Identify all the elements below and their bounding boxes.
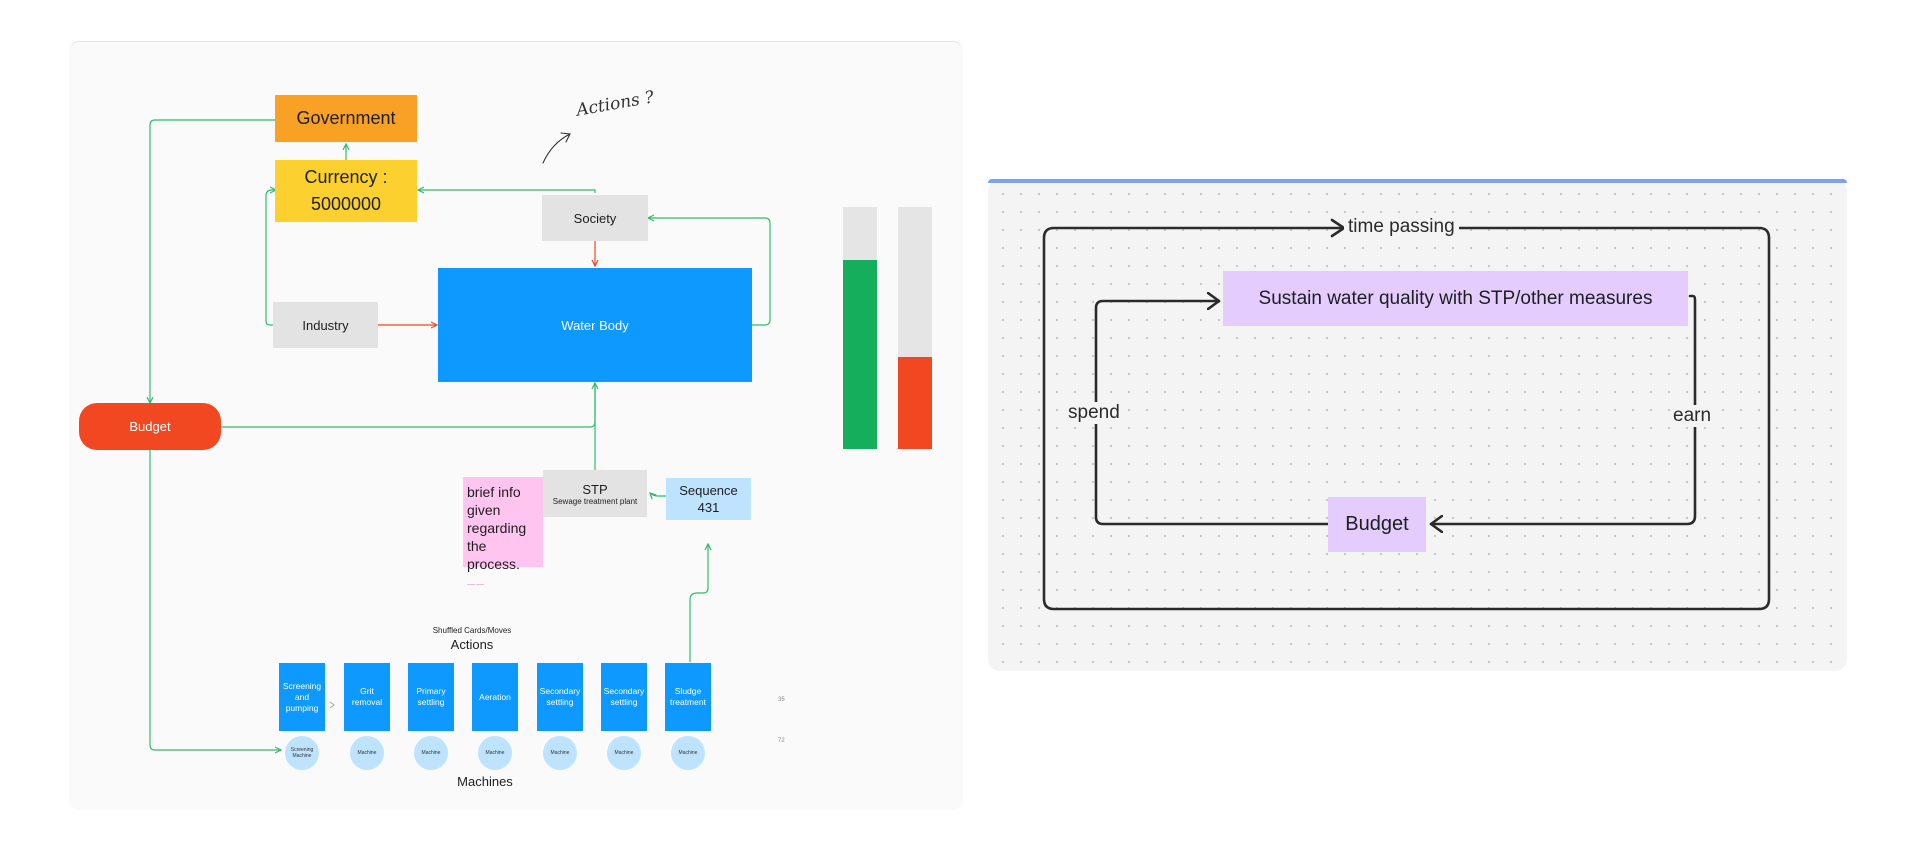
spend-loop bbox=[1094, 301, 1331, 526]
right-budget-node[interactable]: Budget bbox=[1328, 497, 1426, 552]
machine-label: Machine bbox=[421, 750, 441, 756]
action-card-label: Sludge treatment bbox=[670, 686, 706, 707]
machine-label: Machine bbox=[550, 750, 570, 756]
water-to-society-connector bbox=[648, 218, 771, 326]
water-body-node[interactable]: Water Body bbox=[438, 268, 752, 382]
stp-node[interactable]: STP Sewage treatment plant bbox=[543, 470, 647, 517]
sequence-to-stp-connector bbox=[650, 493, 666, 496]
green-gauge bbox=[843, 207, 877, 449]
action-chevron bbox=[329, 701, 335, 709]
red-gauge bbox=[898, 207, 932, 449]
action-card-label: Secondary settling bbox=[603, 686, 645, 707]
machine-label: Machine bbox=[357, 750, 377, 756]
machine-circle[interactable]: Machine bbox=[607, 736, 641, 770]
action-card-label: Primary settling bbox=[416, 686, 446, 707]
sticky-note[interactable]: brief info given regarding the process. … bbox=[463, 477, 543, 586]
action-card-label: Screening and pumping bbox=[282, 680, 322, 713]
action-card[interactable]: Sludge treatment bbox=[665, 663, 711, 731]
action-card-label: Grit removal bbox=[351, 686, 383, 707]
right-budget-label: Budget bbox=[1345, 513, 1409, 535]
society-to-currency-connector bbox=[418, 190, 596, 193]
stp-title: STP bbox=[582, 481, 608, 497]
action-card[interactable]: Secondary settling bbox=[601, 663, 647, 731]
time-passing-label: time passing bbox=[1344, 216, 1459, 238]
budget-to-machines-connector bbox=[149, 450, 281, 750]
gov-to-budget-connector bbox=[150, 119, 275, 403]
currency-node[interactable]: Currency : 5000000 bbox=[275, 160, 417, 222]
machine-circle[interactable]: Machine bbox=[414, 736, 448, 770]
water-body-label: Water Body bbox=[561, 317, 629, 333]
action-card-label: Aeration bbox=[479, 691, 511, 702]
shuffled-cards-label: Shuffled Cards/Moves bbox=[432, 625, 512, 635]
green-gauge-fill bbox=[843, 260, 877, 449]
society-label: Society bbox=[573, 210, 617, 226]
action-card[interactable]: Primary settling bbox=[408, 663, 454, 731]
currency-value: 5000000 bbox=[310, 194, 382, 214]
earn-label: earn bbox=[1671, 405, 1714, 427]
arrow-to-actions-label bbox=[542, 132, 571, 164]
machine-label: Screening Machine bbox=[290, 747, 314, 759]
red-gauge-fill bbox=[898, 357, 932, 449]
government-node[interactable]: Government bbox=[275, 95, 417, 142]
time-passing-loop bbox=[1042, 226, 1771, 611]
machine-circle[interactable]: Machine bbox=[350, 736, 384, 770]
action-card[interactable]: Grit removal bbox=[344, 663, 390, 731]
sludge-to-sequence-connector bbox=[689, 544, 708, 662]
budget-node[interactable]: Budget bbox=[79, 403, 221, 450]
sticky-note-author: —— —— bbox=[467, 581, 485, 586]
stp-subtitle: Sewage treatment plant bbox=[552, 496, 638, 506]
sequence-value: 431 bbox=[697, 500, 720, 515]
budget-label: Budget bbox=[129, 419, 171, 434]
industry-label: Industry bbox=[302, 317, 349, 333]
industry-to-currency-connector bbox=[265, 190, 276, 326]
machine-label: Machine bbox=[678, 750, 698, 756]
side-mark-1: 35 bbox=[778, 697, 785, 703]
sequence-label: Sequence bbox=[679, 483, 738, 498]
side-mark-2: 72 bbox=[778, 738, 785, 744]
machine-label: Machine bbox=[485, 750, 505, 756]
machines-title: Machines bbox=[457, 774, 513, 789]
right-board-top-border bbox=[988, 179, 1847, 183]
goal-label: Sustain water quality with STP/other mea… bbox=[1258, 287, 1653, 309]
action-card[interactable]: Screening and pumping bbox=[279, 663, 325, 731]
sticky-note-text: brief info given regarding the process. bbox=[467, 484, 527, 572]
action-card-label: Secondary settling bbox=[539, 686, 581, 707]
society-node[interactable]: Society bbox=[542, 195, 648, 241]
government-label: Government bbox=[296, 108, 396, 128]
machine-circle[interactable]: Machine bbox=[671, 736, 705, 770]
action-card[interactable]: Aeration bbox=[472, 663, 518, 731]
machine-circle[interactable]: Machine bbox=[543, 736, 577, 770]
action-card[interactable]: Secondary settling bbox=[537, 663, 583, 731]
machine-label: Machine bbox=[614, 750, 634, 756]
currency-label: Currency : bbox=[304, 167, 388, 187]
actions-title: Actions bbox=[450, 637, 494, 652]
goal-node[interactable]: Sustain water quality with STP/other mea… bbox=[1223, 271, 1688, 326]
industry-node[interactable]: Industry bbox=[273, 302, 378, 348]
earn-loop bbox=[1429, 294, 1697, 524]
spend-label: spend bbox=[1066, 402, 1122, 424]
machine-circle[interactable]: Screening Machine bbox=[285, 736, 319, 770]
sequence-node[interactable]: Sequence 431 bbox=[666, 478, 751, 520]
machine-circle[interactable]: Machine bbox=[478, 736, 512, 770]
budget-to-water-connector bbox=[221, 383, 595, 428]
